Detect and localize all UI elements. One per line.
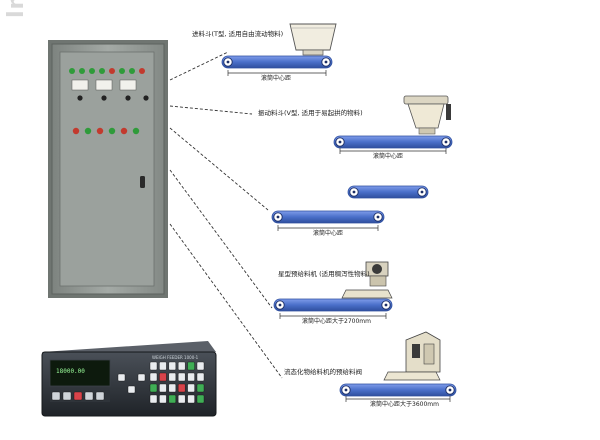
leader-lines [169, 51, 283, 379]
control-cabinet [48, 40, 168, 298]
label-hopper-v: 振动料斗(V型, 适用于易起拱的物料) [258, 109, 363, 117]
function-key [95, 391, 105, 401]
keypad-key [159, 372, 167, 382]
belt-conveyors [221, 55, 457, 402]
conveyor-2-dimension [339, 148, 447, 154]
function-key [51, 391, 61, 401]
keypad [51, 361, 205, 404]
conveyor-6 [339, 383, 457, 402]
label-fluid-prefeeder: 流态化物给料机的预给料阀 [284, 368, 362, 376]
controller-brand: WEIGH FEEDER 1000-1 [152, 355, 199, 360]
conveyor-5 [273, 298, 393, 319]
keypad-key [149, 394, 158, 404]
keypad-key [187, 394, 195, 404]
keypad-key [177, 372, 186, 382]
conveyor-1 [221, 55, 333, 76]
nav-key [127, 385, 136, 394]
nav-key [117, 373, 126, 382]
hopper-t [289, 23, 337, 56]
keypad-key [168, 372, 177, 382]
nav-key [137, 373, 146, 382]
keypad-key [187, 383, 195, 393]
conveyor-4-dimension [277, 225, 379, 231]
conveyor-4 [271, 210, 385, 231]
keypad-key [177, 383, 186, 393]
conveyor-1-dimension [227, 70, 327, 76]
label-hopper-t: 进料斗(T型, 适用自由流动物料) [192, 30, 284, 38]
function-key [84, 391, 94, 401]
keypad-key [159, 361, 167, 371]
keypad-key [159, 394, 167, 404]
dim-label-5: 滚筒中心距大于3600mm [370, 401, 439, 408]
function-key [73, 391, 83, 401]
dim-label-2: 滚筒中心距 [373, 153, 404, 160]
weigh-controller [41, 341, 217, 417]
keypad-key [168, 361, 177, 371]
keypad-key [187, 372, 195, 382]
controller-display: 18000.00 [56, 368, 85, 375]
indicator-lamps [69, 68, 145, 74]
control-buttons [72, 127, 140, 135]
conveyor-6-dimension [345, 396, 451, 402]
keypad-key [196, 361, 205, 371]
conveyor-3 [347, 185, 429, 199]
function-key [62, 391, 72, 401]
star-feeder [341, 261, 393, 299]
keypad-key [196, 372, 205, 382]
dim-label-3: 滚筒中心距 [313, 230, 344, 237]
keypad-key [177, 361, 186, 371]
fluid-prefeeder [383, 331, 441, 381]
keypad-key [159, 383, 167, 393]
dim-label-1: 滚筒中心距 [261, 75, 292, 82]
dim-label-4: 滚筒中心距大于2700mm [302, 318, 371, 325]
keypad-key [168, 383, 177, 393]
hopper-v [403, 95, 451, 135]
label-star-feeder: 星型预给料机 (适用稠泻性物料) [278, 270, 370, 278]
selector-knobs [77, 95, 149, 101]
conveyor-5-dimension [279, 313, 387, 319]
keypad-key [177, 394, 186, 404]
meters [71, 79, 137, 91]
keypad-key [149, 361, 158, 371]
door-handle [140, 176, 145, 188]
keypad-key [196, 383, 205, 393]
keypad-key [196, 394, 205, 404]
keypad-key [149, 383, 158, 393]
keypad-key [187, 361, 195, 371]
conveyor-2 [333, 135, 453, 154]
keypad-key [149, 372, 158, 382]
keypad-key [168, 394, 177, 404]
